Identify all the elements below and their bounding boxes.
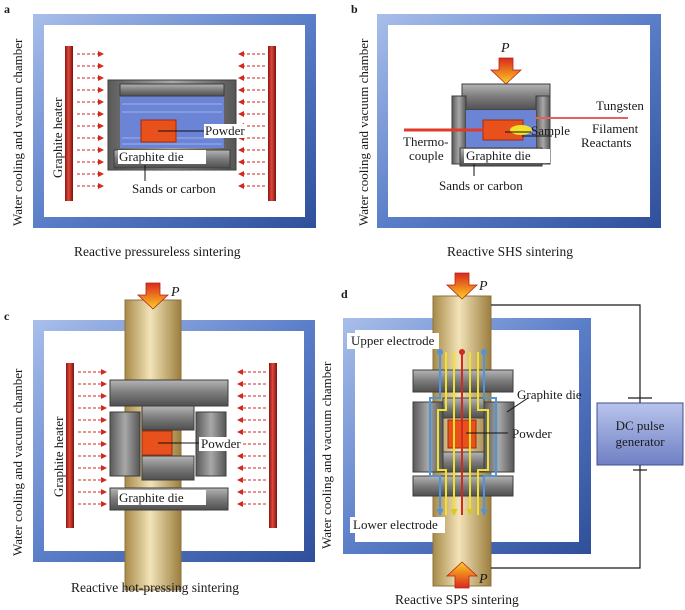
panel-letter-d: d: [341, 287, 348, 301]
die-label-c: Graphite die: [119, 490, 184, 505]
graphite-heater-right-a: [268, 46, 276, 201]
pressure-label-top-d: P: [478, 279, 488, 294]
lower-electrode-label-d: Lower electrode: [353, 517, 438, 532]
panel-a: a Water cooling and vacuum chamber Graph…: [4, 2, 316, 259]
reactants-label-b: Reactants: [581, 135, 632, 150]
pressure-label-b: P: [500, 41, 510, 56]
chamber-label-b: Water cooling and vacuum chamber: [356, 38, 371, 226]
panel-letter-b: b: [351, 2, 358, 16]
heat-arrows-a: [77, 51, 265, 189]
sands-label-a: Sands or carbon: [132, 181, 216, 196]
pressure-arrow-top-d: [445, 272, 479, 300]
pressure-arrow-b: [489, 57, 523, 85]
pressure-arrow-bottom-d: [445, 561, 479, 589]
panel-c: c Water cooling and vacuum chamber Graph…: [4, 282, 315, 595]
sample-label-b: Sample: [531, 123, 570, 138]
panel-letter-c: c: [4, 309, 10, 323]
sands-label-b: Sands or carbon: [439, 178, 523, 193]
chamber-frame-b: [377, 14, 661, 228]
die-label-b: Graphite die: [466, 148, 531, 163]
heater-label-a: Graphite heater: [50, 97, 65, 178]
chamber-label-d: Water cooling and vacuum chamber: [319, 361, 334, 549]
heater-label-c: Graphite heater: [51, 416, 66, 497]
die-label-d: Graphite die: [517, 387, 582, 402]
panel-letter-a: a: [4, 2, 10, 16]
die-label-a: Graphite die: [119, 149, 184, 164]
chamber-label-c: Water cooling and vacuum chamber: [10, 368, 25, 556]
caption-a: Reactive pressureless sintering: [74, 244, 241, 259]
caption-d: Reactive SPS sintering: [395, 592, 519, 607]
pressure-label-c: P: [170, 285, 180, 300]
thermo-label-2-b: couple: [409, 148, 444, 163]
caption-c: Reactive hot-pressing sintering: [71, 580, 239, 595]
dc-circuit-wires-d: [491, 304, 652, 569]
tungsten-label-b: Tungsten: [596, 98, 644, 113]
filament-glow-b: [510, 125, 532, 135]
pressure-label-bottom-d: P: [478, 572, 488, 587]
generator-label-2-d: generator: [615, 434, 665, 449]
graphite-heater-left-c: Graphite heater: [51, 363, 74, 528]
chamber-label-a: Water cooling and vacuum chamber: [10, 38, 25, 226]
generator-label-1-d: DC pulse: [616, 418, 665, 433]
pressure-arrow-c: [136, 282, 170, 310]
dc-pulse-generator-d: DC pulse generator: [596, 402, 684, 466]
graphite-heater-left-a: Graphite heater: [50, 46, 73, 201]
thermo-label-1-b: Thermo-: [403, 134, 448, 149]
filament-label-b: Filament: [592, 121, 639, 136]
caption-b: Reactive SHS sintering: [447, 244, 573, 259]
panel-b: b Water cooling and vacuum chamber P Tun…: [351, 2, 661, 259]
panel-d: d Water cooling and vacuum chamber P P: [319, 272, 684, 607]
powder-label-a: Powder: [205, 123, 245, 138]
powder-label-d: Powder: [512, 426, 552, 441]
upper-electrode-label-d: Upper electrode: [351, 333, 435, 348]
graphite-heater-right-c: [269, 363, 277, 528]
powder-label-c: Powder: [201, 436, 241, 451]
